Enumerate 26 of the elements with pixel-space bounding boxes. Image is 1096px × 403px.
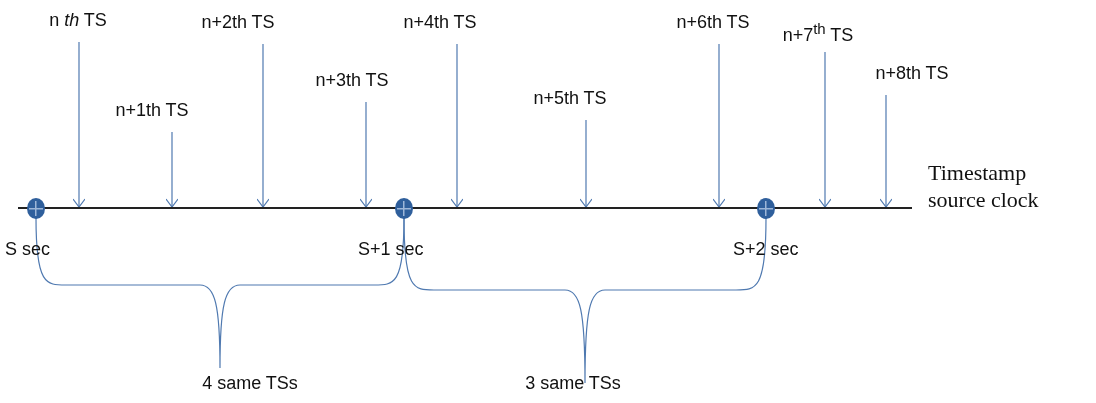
group-count-label: 3 same TSs xyxy=(524,373,622,394)
timestamp-label: n th TS xyxy=(18,10,138,31)
time-label: S+1 sec xyxy=(358,239,424,260)
timestamp-label: n+2th TS xyxy=(178,12,298,33)
timestamp-label: n+1th TS xyxy=(92,100,212,121)
arrow xyxy=(712,43,726,208)
time-label: S sec xyxy=(5,239,51,260)
group-count-label: 4 same TSs xyxy=(201,373,299,394)
timestamp-label: n+5th TS xyxy=(510,88,630,109)
second-marker xyxy=(395,198,413,219)
arrow xyxy=(879,94,893,208)
arrow xyxy=(579,119,593,208)
timestamp-label: n+3th TS xyxy=(292,70,412,91)
arrow xyxy=(450,43,464,208)
timestamp-label: n+8th TS xyxy=(852,63,972,84)
second-marker xyxy=(27,198,45,219)
timestamp-label: n+4th TS xyxy=(380,12,500,33)
second-marker xyxy=(757,198,775,219)
time-label: S+2 sec xyxy=(733,239,799,260)
arrow xyxy=(165,131,179,208)
arrow xyxy=(72,41,86,208)
axis-label: Timestamp source clock xyxy=(928,159,1040,213)
arrow xyxy=(359,101,373,208)
arrow xyxy=(256,43,270,208)
timeline xyxy=(18,207,912,209)
arrow xyxy=(818,51,832,208)
